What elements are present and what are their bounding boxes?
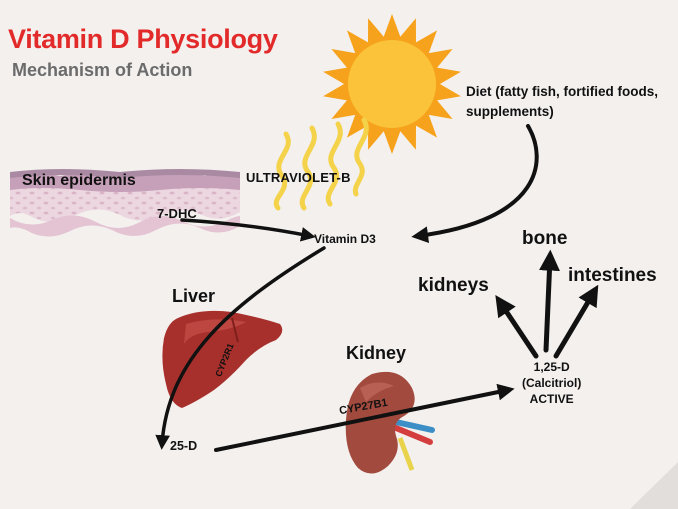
liver-label: Liver: [172, 286, 216, 306]
kidney-icon: [345, 371, 435, 474]
calcitriol-line-3: ACTIVE: [529, 392, 574, 406]
skin-epidermis-label: Skin epidermis: [22, 172, 136, 189]
target-bone-label: bone: [522, 228, 568, 249]
arrow-to-bone: [538, 249, 560, 353]
page-subtitle: Mechanism of Action: [12, 60, 193, 80]
ultraviolet-b-label: ULTRAVIOLET-B: [246, 170, 351, 185]
arrow-25d-to-calcitriol: [214, 383, 515, 452]
25d-label: 25-D: [170, 439, 198, 453]
arrow-7dhc-to-vitamin-d3: [180, 218, 316, 242]
arrow-to-kidneys: [495, 295, 539, 359]
arrow-diet-to-vitamin-d3: [411, 124, 539, 244]
skin-layer-icon: [10, 169, 240, 237]
diet-label: Diet (fatty fish, fortified foods, suppl…: [466, 84, 658, 119]
arrow-vitamin-d3-to-25d: [155, 246, 326, 450]
uv-rays-icon: [273, 117, 369, 211]
arrow-to-intestines: [553, 284, 599, 359]
calcitriol-line-2: (Calcitriol): [522, 376, 582, 390]
pathway-arrows: [155, 124, 599, 452]
7dhc-label: 7-DHC: [157, 206, 197, 221]
calcitriol-line-1: 1,25-D: [533, 360, 570, 374]
vitamin-d3-label: Vitamin D3: [314, 232, 376, 246]
sun-core: [348, 40, 436, 128]
kidney-label: Kidney: [346, 343, 407, 363]
sun-icon: [323, 14, 461, 154]
target-intestines-label: intestines: [568, 265, 657, 286]
page-corner: [630, 462, 678, 509]
calcitriol-label: 1,25-D (Calcitriol) ACTIVE: [522, 359, 581, 407]
liver-icon: [162, 310, 283, 408]
page-title: Vitamin D Physiology: [8, 24, 278, 54]
target-kidneys-label: kidneys: [418, 275, 489, 296]
